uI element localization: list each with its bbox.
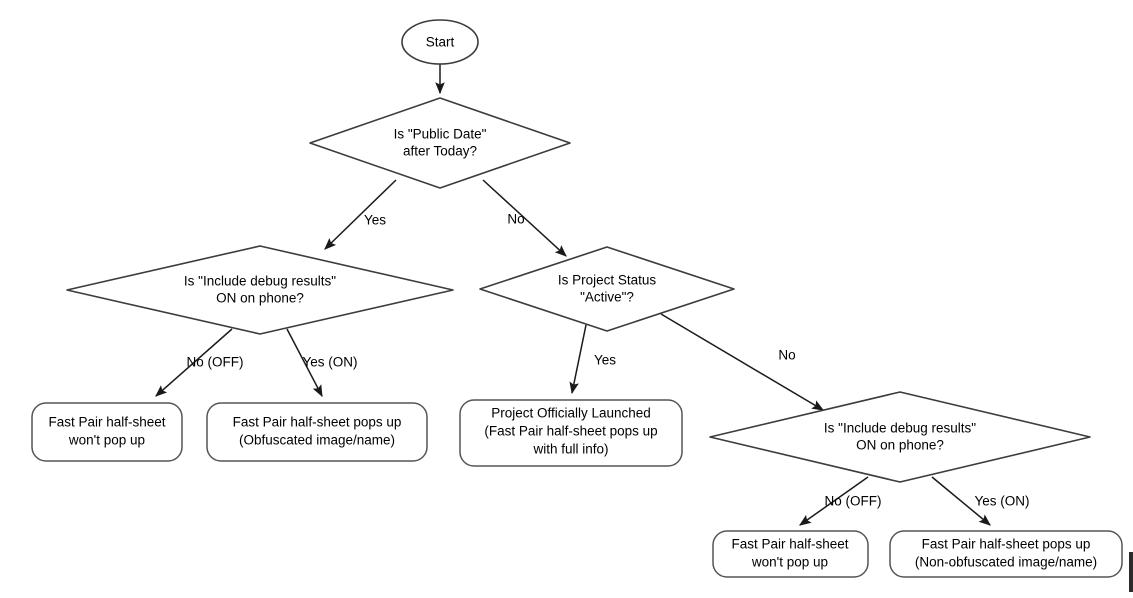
edge-project-status-yes <box>569 324 587 395</box>
decision-debug-right-shape <box>709 391 1091 483</box>
edge-debug-left-on <box>286 328 323 398</box>
node-terminator-right-on[interactable]: Fast Pair half-sheet pops up (Non-obfusc… <box>889 530 1123 578</box>
decision-debug-right-line-2: ON on phone? <box>856 438 944 453</box>
edge-label-debug-right-on: Yes (ON) <box>974 494 1029 509</box>
right-edge-artifact <box>1129 552 1133 592</box>
terminator-left-off-line-2: won't pop up <box>68 433 145 448</box>
terminator-launched-shape <box>459 399 683 467</box>
node-terminator-left-off[interactable]: Fast Pair half-sheet won't pop up <box>31 402 183 462</box>
decision-debug-left-shape <box>66 245 454 335</box>
edge-label-public-date-no: No <box>507 212 524 227</box>
terminator-right-on-line-2: (Non-obfuscated image/name) <box>915 555 1097 570</box>
node-decision-debug-right[interactable]: Is "Include debug results" ON on phone? <box>709 391 1091 483</box>
decision-public-date-shape <box>309 97 571 189</box>
decision-public-date-line-2: after Today? <box>403 144 477 159</box>
terminator-right-off-shape <box>712 530 869 578</box>
terminator-right-off-line-1: Fast Pair half-sheet <box>731 537 848 552</box>
edge-debug-left-off <box>155 328 233 397</box>
edge-public-date-yes <box>324 179 397 250</box>
decision-project-status-line-2: "Active"? <box>580 290 634 305</box>
edge-label-debug-left-off: No (OFF) <box>187 355 244 370</box>
node-decision-debug-left[interactable]: Is "Include debug results" ON on phone? <box>66 245 454 335</box>
node-terminator-left-on[interactable]: Fast Pair half-sheet pops up (Obfuscated… <box>206 402 428 462</box>
decision-public-date-line-1: Is "Public Date" <box>394 127 487 142</box>
edge-debug-right-off <box>799 476 869 526</box>
node-terminator-launched[interactable]: Project Officially Launched (Fast Pair h… <box>459 399 683 467</box>
decision-debug-left-line-1: Is "Include debug results" <box>184 274 336 289</box>
node-start[interactable]: Start <box>401 19 479 65</box>
nodes-layer: Start Is "Public Date" after Today? Is "… <box>31 19 1123 578</box>
node-terminator-right-off[interactable]: Fast Pair half-sheet won't pop up <box>712 530 869 578</box>
edge-public-date-no <box>482 179 567 257</box>
decision-project-status-line-1: Is Project Status <box>558 273 657 288</box>
terminator-launched-line-2: (Fast Pair half-sheet pops up <box>484 424 657 439</box>
terminator-left-on-line-1: Fast Pair half-sheet pops up <box>233 415 402 430</box>
edge-debug-right-on <box>931 476 991 526</box>
terminator-left-on-shape <box>206 402 428 462</box>
edge-label-project-status-yes: Yes <box>594 353 616 368</box>
decision-debug-left-line-2: ON on phone? <box>216 291 304 306</box>
edge-label-debug-right-off: No (OFF) <box>825 494 882 509</box>
terminator-launched-line-3: with full info) <box>532 442 608 457</box>
terminator-left-on-line-2: (Obfuscated image/name) <box>239 433 395 448</box>
terminator-left-off-shape <box>31 402 183 462</box>
edges-layer: Yes No No (OFF) Yes (ON) Yes No No (OFF)… <box>155 64 1030 526</box>
start-ellipse-shape <box>401 19 479 65</box>
node-decision-public-date[interactable]: Is "Public Date" after Today? <box>309 97 571 189</box>
terminator-launched-line-1: Project Officially Launched <box>491 406 651 421</box>
node-decision-project-status[interactable]: Is Project Status "Active"? <box>479 246 735 332</box>
decision-debug-right-line-1: Is "Include debug results" <box>824 421 976 436</box>
terminator-left-off-line-1: Fast Pair half-sheet <box>48 415 165 430</box>
edge-label-public-date-yes: Yes <box>364 213 386 228</box>
edge-project-status-no <box>660 313 825 411</box>
terminator-right-off-line-2: won't pop up <box>751 555 828 570</box>
terminator-right-on-shape <box>889 530 1123 578</box>
start-label: Start <box>426 35 455 50</box>
decision-project-status-shape <box>479 246 735 332</box>
terminator-right-on-line-1: Fast Pair half-sheet pops up <box>922 537 1091 552</box>
edge-label-debug-left-on: Yes (ON) <box>302 355 357 370</box>
edge-label-project-status-no: No <box>778 348 795 363</box>
